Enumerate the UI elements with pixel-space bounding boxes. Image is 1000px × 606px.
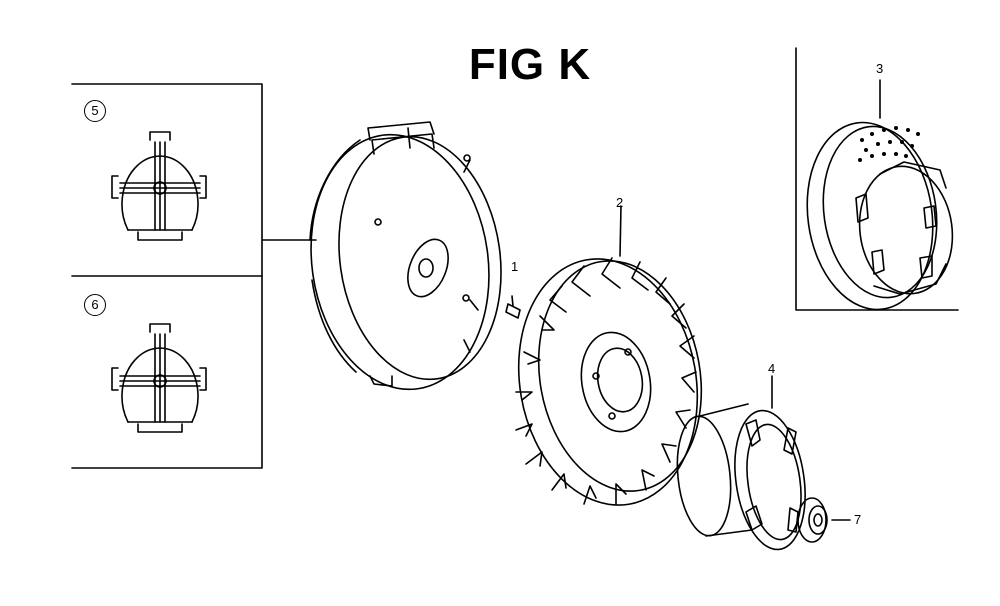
- callout-1: 1: [511, 259, 519, 274]
- recoil-starter-housing: [309, 121, 502, 391]
- callout-2: 2: [616, 195, 624, 210]
- starter-cup-holes: [858, 126, 920, 162]
- figure-title: FIG K: [468, 40, 592, 89]
- variant-5-plate: [111, 131, 207, 241]
- woodruff-key: [505, 295, 521, 319]
- callout-4: 4: [768, 361, 776, 376]
- variant-6-plate: [111, 323, 207, 433]
- callout-3: 3: [876, 61, 884, 76]
- variant-box-frame: [71, 83, 317, 469]
- starter-pulley: [676, 375, 806, 551]
- inset-box-frame: [795, 47, 959, 311]
- flywheel-fan: [515, 205, 703, 506]
- callout-5: 5: [84, 100, 106, 122]
- callout-6: 6: [84, 294, 106, 316]
- flange-nut: [797, 497, 851, 543]
- callout-7: 7: [854, 512, 862, 527]
- starter-cup: [806, 79, 954, 311]
